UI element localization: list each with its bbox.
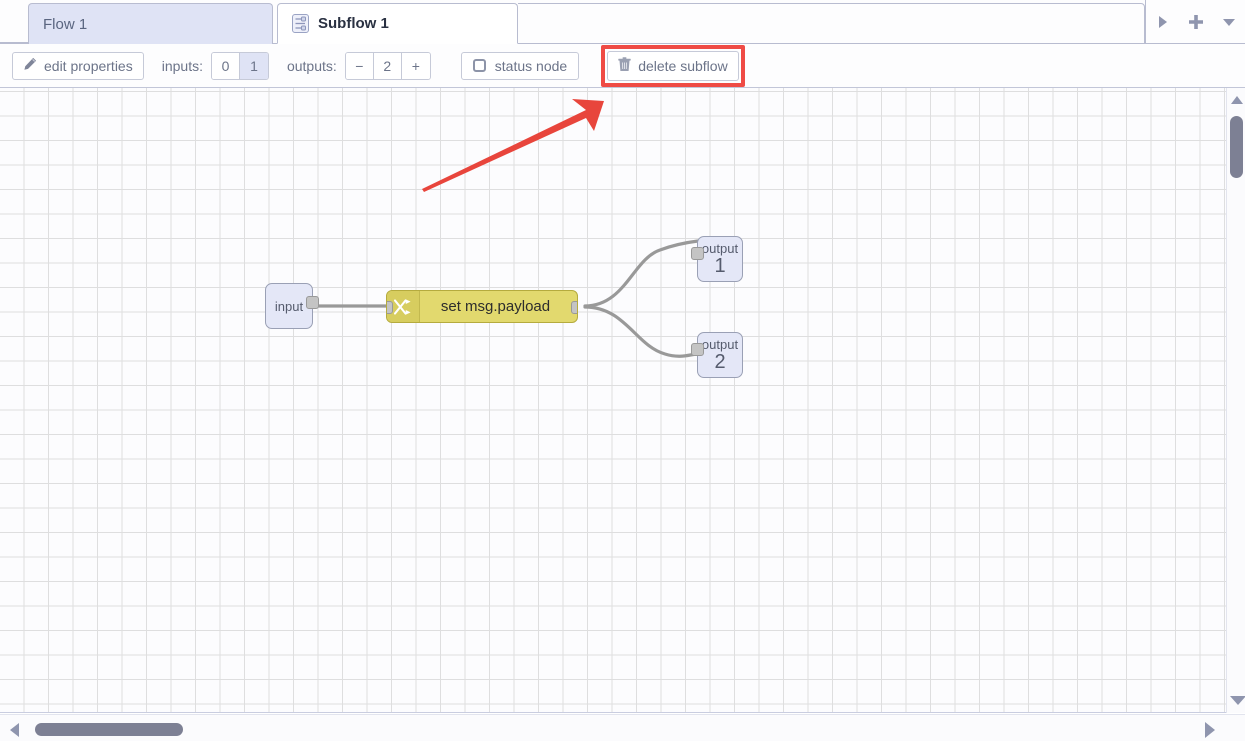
tab-subflow-1[interactable]: Subflow 1 [277,3,518,44]
output-node-1-input-port[interactable] [691,247,704,260]
scroll-right-icon[interactable] [1150,9,1176,35]
inputs-label: inputs: [161,57,203,74]
delete-subflow-highlight: delete subflow [601,44,745,87]
horizontal-scrollbar-thumb[interactable] [35,723,183,736]
delete-subflow-button[interactable]: delete subflow [607,50,739,81]
input-node-output-port[interactable] [306,296,319,309]
wire-change-to-output-1 [583,239,700,308]
add-tab-icon[interactable] [1183,9,1209,35]
output-node-1[interactable]: output 1 [691,236,743,282]
subflow-toolbar: edit properties inputs: 0 1 outputs: − 2… [0,44,1245,88]
triangle-down-icon[interactable] [1230,696,1245,705]
output-node-1-label: output [701,240,739,256]
change-node-label: set msg.payload [440,298,551,315]
inputs-option-0[interactable]: 0 [211,52,240,79]
change-node-output-port[interactable] [571,301,577,314]
edit-properties-button[interactable]: edit properties [12,51,144,80]
outputs-stepper: − 2 + [344,51,431,80]
change-node-input-port[interactable] [387,301,393,314]
status-node-label: status node [494,57,568,74]
vertical-scrollbar[interactable] [1226,88,1245,713]
inputs-option-1[interactable]: 1 [239,52,268,79]
wire-change-to-output-2 [583,305,700,358]
outputs-value: 2 [373,52,402,79]
checkbox-icon [472,59,486,72]
horizontal-scrollbar[interactable] [0,714,1245,741]
subflow-icon [292,14,309,33]
tab-subflow-1-label: Subflow 1 [318,15,389,32]
tab-bar-empty-area [518,3,1145,44]
flow-canvas[interactable]: input set msg.payload output [0,88,1226,713]
change-node[interactable]: set msg.payload [386,290,578,323]
output-node-2-input-port[interactable] [691,343,704,356]
output-node-2-number: 2 [714,350,726,373]
tab-flow-1[interactable]: Flow 1 [28,3,273,44]
outputs-decrement-button[interactable]: − [345,52,374,79]
edit-properties-label: edit properties [44,57,133,74]
tab-menu-icon[interactable] [1216,9,1242,35]
input-node-label: input [274,298,304,314]
tab-bar-tools [1145,0,1245,43]
trash-icon [618,56,631,75]
wire-layer [311,239,700,358]
outputs-increment-button[interactable]: + [401,52,430,79]
vertical-scrollbar-thumb[interactable] [1230,116,1243,178]
pencil-icon [23,57,37,74]
inputs-toggle-group: 0 1 [210,51,269,80]
tab-flow-1-label: Flow 1 [43,15,88,33]
triangle-up-icon[interactable] [1231,96,1243,104]
outputs-label: outputs: [286,57,337,74]
output-node-1-number: 1 [714,254,726,277]
status-node-checkbox[interactable]: status node [460,51,580,80]
triangle-right-icon[interactable] [1205,722,1215,738]
delete-subflow-label: delete subflow [638,57,728,74]
output-node-2-label: output [701,336,739,352]
tab-bar: Flow 1 Subflow 1 [0,0,1245,44]
triangle-left-icon[interactable] [10,723,19,737]
tab-bar-left-stub [0,0,28,43]
output-node-2[interactable]: output 2 [691,332,743,378]
input-node[interactable]: input [265,283,319,329]
